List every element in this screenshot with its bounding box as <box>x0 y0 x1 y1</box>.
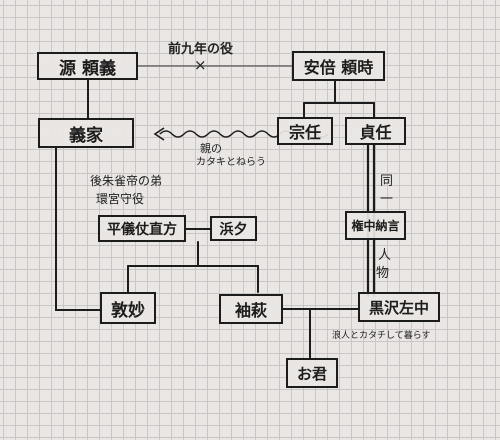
enemy-note-line1: 親の <box>200 142 222 155</box>
blind-note: 浪人とカタチして暮らす <box>332 331 431 341</box>
same-note-char2: 一 <box>380 192 394 207</box>
node-atsumi: 敦妙 <box>100 292 156 324</box>
node-okimi: お君 <box>286 358 338 388</box>
guardian-note-line2: 環宮守役 <box>96 192 145 206</box>
enemy-arrowhead <box>153 127 165 141</box>
node-abe-yoritoki: 安倍 頼時 <box>292 51 385 81</box>
enemy-note-line2: カタキとねらう <box>196 157 266 168</box>
person-note-char1: 人 <box>378 248 392 263</box>
node-sodehagi: 袖萩 <box>219 294 283 324</box>
same-note-char1: 同 <box>380 174 394 189</box>
node-yoshiie: 義家 <box>38 118 134 148</box>
node-taira-gishi: 平儀仗直方 <box>98 215 186 242</box>
node-kurosawa-saemon: 黒沢左中 <box>358 292 440 322</box>
war-x-mark: × <box>194 56 207 74</box>
node-minamoto-yoriyoshi: 源 頼義 <box>37 52 138 80</box>
node-sadato: 貞任 <box>345 117 406 145</box>
person-note-char2: 物 <box>376 266 390 281</box>
guardian-note-line1: 後朱雀帝の弟 <box>90 174 163 188</box>
node-hamayu: 浜夕 <box>210 216 257 241</box>
yoshiie-atsumi-line <box>55 147 101 311</box>
node-muneto: 宗任 <box>277 117 333 145</box>
node-hitachi-nagon: 権中納言 <box>345 211 406 240</box>
war-title: 前九年の役 <box>168 42 234 57</box>
